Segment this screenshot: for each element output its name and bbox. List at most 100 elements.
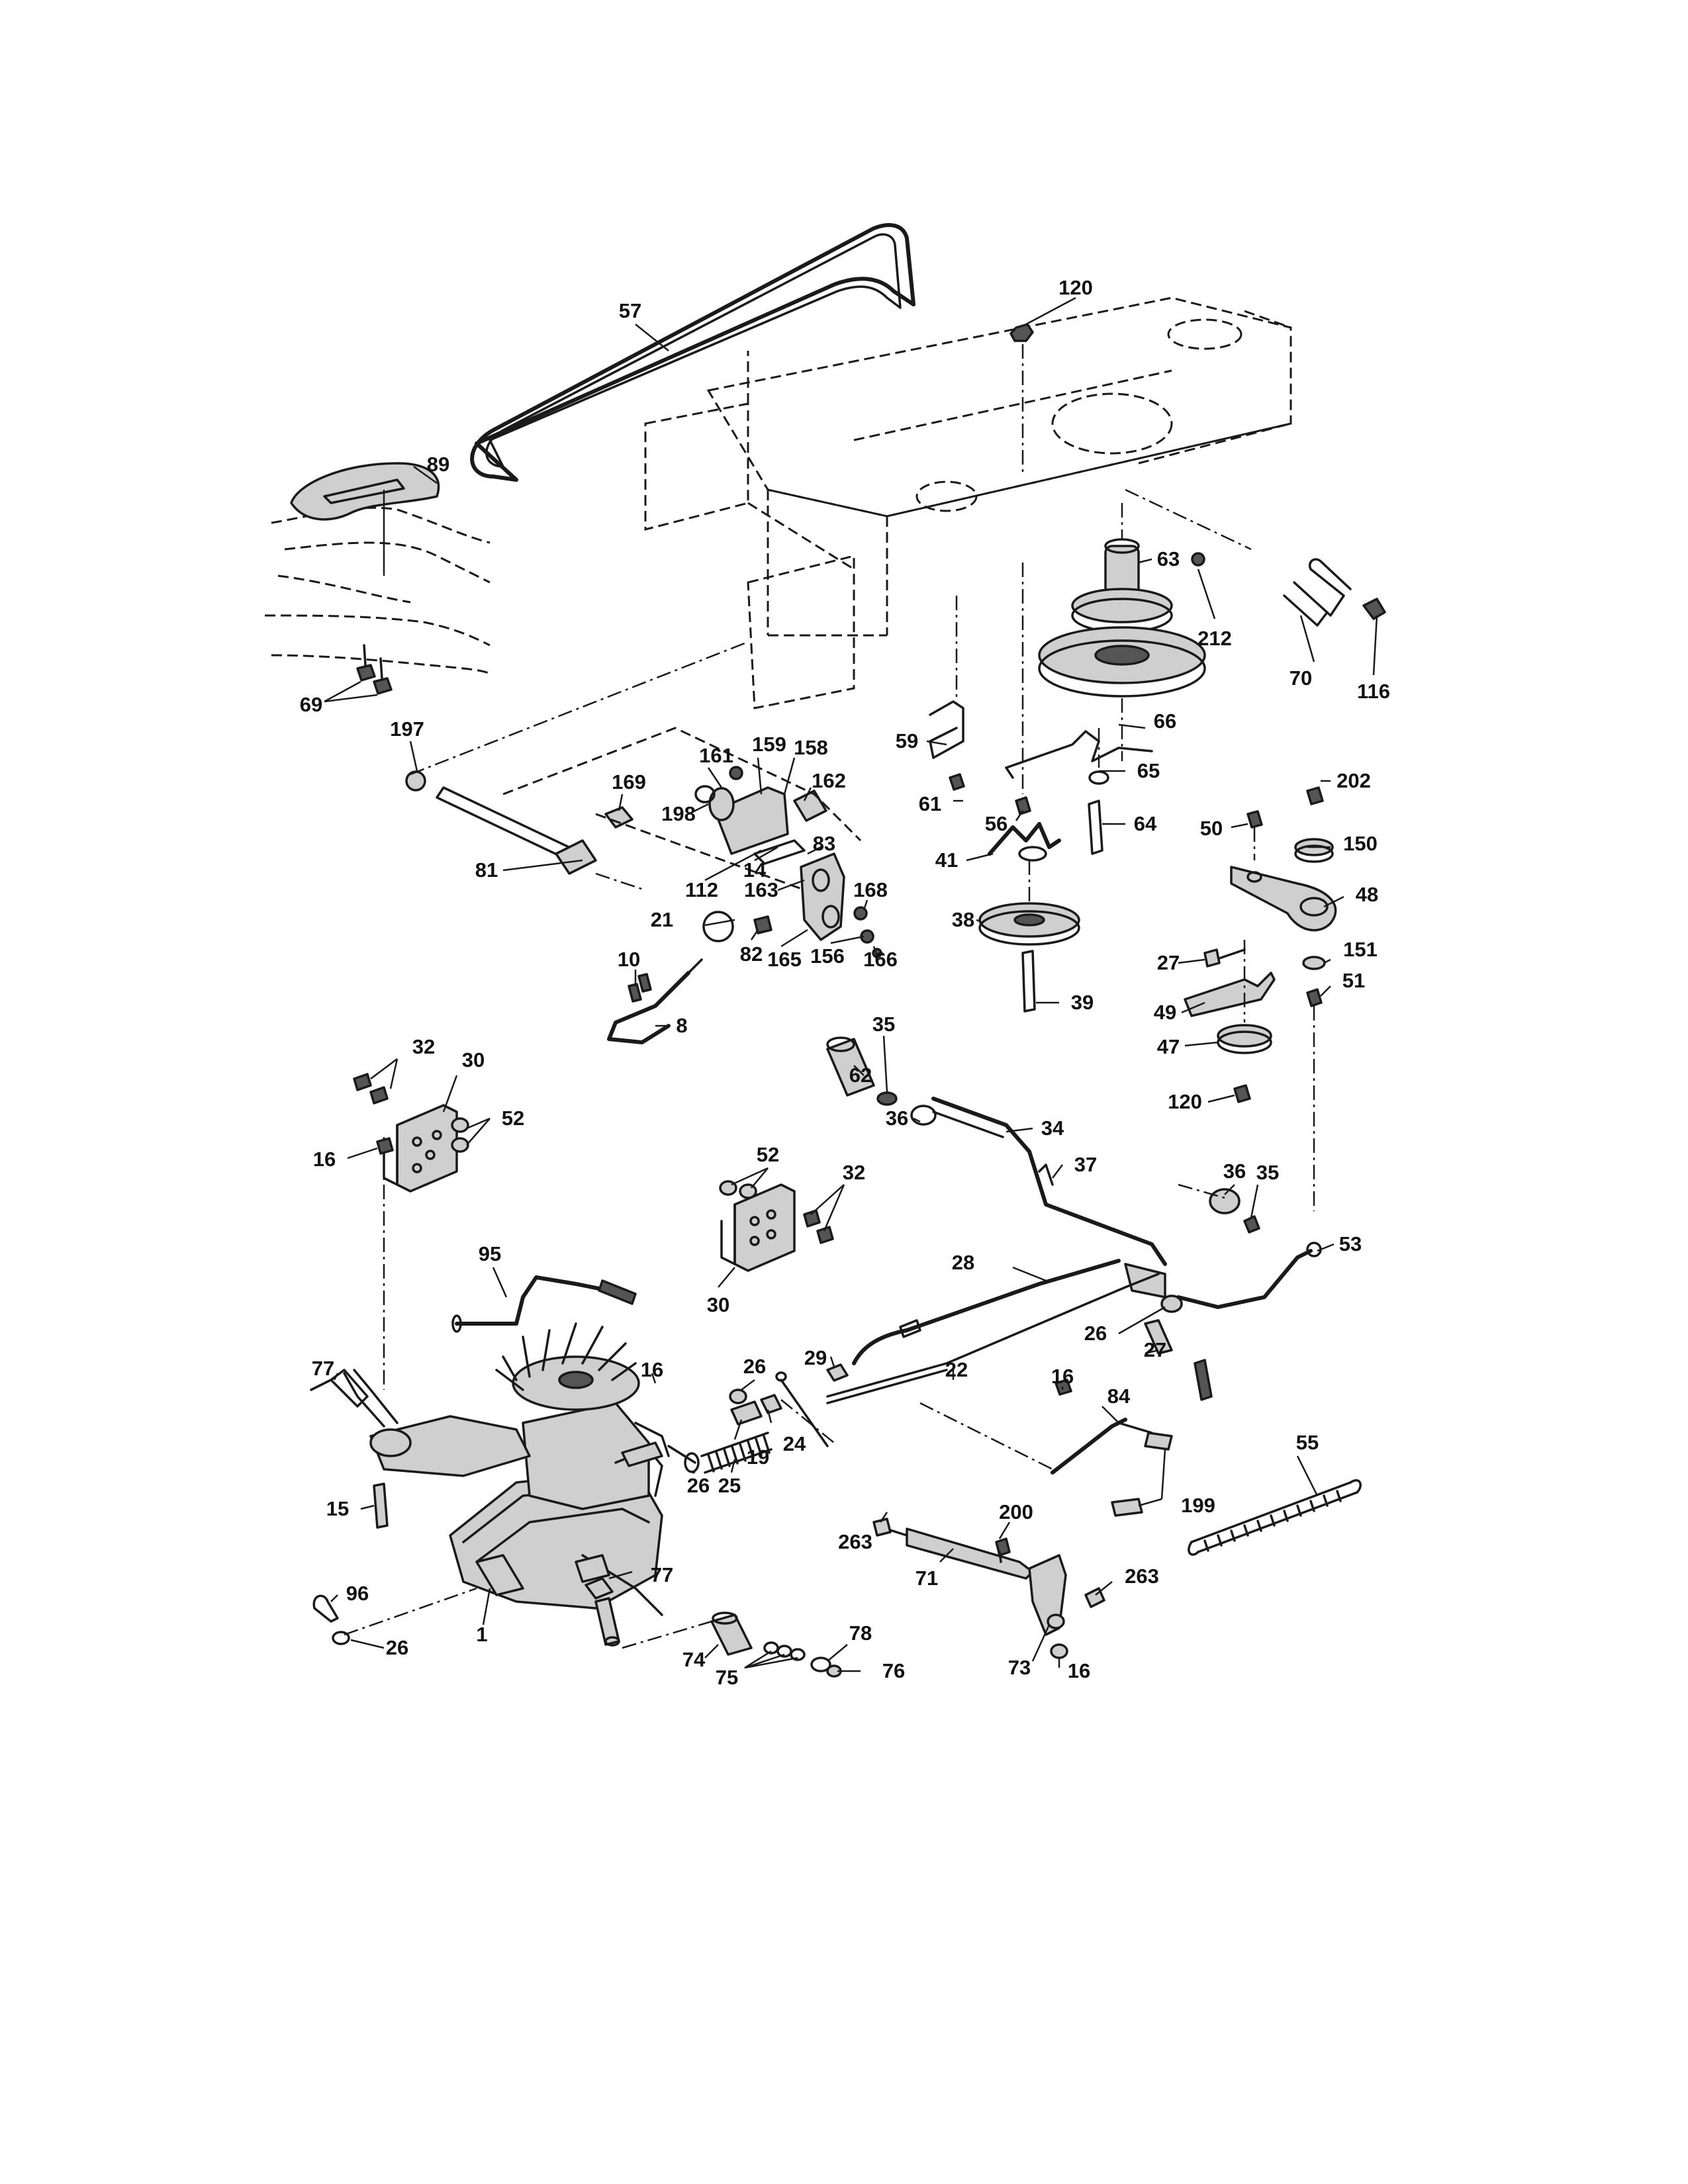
- callout-36: 36: [886, 1107, 908, 1130]
- bracket-59: [929, 596, 965, 791]
- callout-34: 34: [1041, 1116, 1064, 1140]
- rod-66: [1005, 730, 1153, 779]
- callout-71: 71: [915, 1567, 938, 1590]
- callout-198: 198: [661, 802, 696, 825]
- knob-21: [702, 911, 773, 942]
- top-nut: [1009, 323, 1034, 477]
- callout-19: 19: [747, 1445, 769, 1469]
- callout-50: 50: [1200, 817, 1223, 840]
- callout-212: 212: [1197, 627, 1232, 650]
- callout-51: 51: [1342, 969, 1365, 992]
- callout-120b: 120: [1168, 1090, 1202, 1113]
- callout-35b: 35: [1256, 1161, 1279, 1184]
- spring-25: [684, 1371, 835, 1474]
- callout-82: 82: [740, 942, 763, 966]
- callout-28: 28: [952, 1251, 974, 1274]
- callout-199: 199: [1181, 1494, 1215, 1517]
- body-outline: [264, 506, 491, 675]
- transaxle-1: [343, 1322, 696, 1647]
- callout-95: 95: [479, 1242, 501, 1265]
- callout-53: 53: [1339, 1232, 1362, 1255]
- callout-162: 162: [812, 769, 846, 792]
- callout-74: 74: [682, 1648, 706, 1671]
- callout-161: 161: [699, 744, 733, 767]
- callout-76: 76: [882, 1659, 905, 1682]
- callout-14: 14: [743, 858, 767, 882]
- rod-84: [919, 1379, 1173, 1517]
- callout-166: 166: [863, 948, 898, 971]
- chassis-frame: [644, 296, 1292, 709]
- pulley-38: [978, 860, 1080, 1013]
- callout-10: 10: [618, 948, 640, 971]
- callout-75: 75: [716, 1666, 738, 1689]
- callout-168: 168: [853, 878, 888, 901]
- callout-1: 1: [476, 1623, 487, 1646]
- bolt-15: [310, 1369, 389, 1529]
- lever-assembly: [800, 852, 882, 958]
- bracket-30-left: [353, 1073, 469, 1390]
- callout-78: 78: [849, 1621, 872, 1645]
- clip-169: [604, 806, 633, 829]
- callout-24: 24: [783, 1432, 806, 1455]
- callout-61: 61: [919, 792, 941, 815]
- callout-labels: 57 120 89 63 212 70 116 69 197 59 66 161…: [300, 276, 1390, 1689]
- callout-158: 158: [794, 736, 828, 759]
- callout-39: 39: [1071, 991, 1094, 1014]
- callout-89: 89: [427, 453, 449, 476]
- callout-73: 73: [1008, 1656, 1031, 1679]
- main-pulley: [1038, 503, 1206, 761]
- callout-81: 81: [475, 858, 498, 882]
- callout-52: 52: [502, 1107, 524, 1130]
- callout-163: 163: [744, 878, 778, 901]
- callout-37: 37: [1074, 1153, 1097, 1176]
- pedal-pad: [290, 462, 440, 576]
- callout-16: 16: [313, 1148, 336, 1171]
- callout-63: 63: [1157, 547, 1180, 570]
- callout-8: 8: [676, 1014, 687, 1037]
- callout-26c: 26: [687, 1474, 710, 1497]
- callout-65: 65: [1137, 759, 1160, 782]
- callout-25: 25: [718, 1474, 741, 1497]
- callout-263: 263: [838, 1530, 872, 1553]
- callout-83: 83: [813, 832, 835, 855]
- callout-21: 21: [651, 908, 673, 931]
- callout-55: 55: [1296, 1431, 1319, 1454]
- callout-202: 202: [1336, 769, 1371, 792]
- callout-56: 56: [985, 812, 1008, 835]
- pin-96: [312, 1577, 614, 1645]
- spring-41: [988, 563, 1061, 862]
- callout-59: 59: [896, 729, 918, 752]
- callout-57: 57: [619, 299, 641, 322]
- callout-263b: 263: [1125, 1565, 1159, 1588]
- rod-95: [451, 1275, 637, 1333]
- callout-52b: 52: [757, 1143, 779, 1166]
- callout-32b: 32: [843, 1161, 865, 1184]
- callout-169: 169: [612, 770, 646, 794]
- callout-27: 27: [1157, 951, 1180, 974]
- callout-77: 77: [312, 1357, 334, 1380]
- callout-49: 49: [1154, 1001, 1176, 1024]
- drive-belt: [470, 223, 915, 482]
- callout-30: 30: [462, 1048, 485, 1071]
- callout-48: 48: [1356, 883, 1378, 906]
- callout-38: 38: [952, 908, 974, 931]
- axle-spacers: [622, 1612, 842, 1678]
- callout-62: 62: [849, 1064, 872, 1087]
- callout-96: 96: [346, 1582, 369, 1605]
- callout-159: 159: [752, 733, 786, 756]
- callout-120: 120: [1058, 276, 1093, 299]
- callout-77b: 77: [651, 1563, 673, 1586]
- rods-28-22: [826, 1259, 1213, 1404]
- callout-66: 66: [1154, 709, 1176, 733]
- callout-150: 150: [1343, 832, 1378, 855]
- callout-30b: 30: [707, 1293, 729, 1316]
- callout-16c: 16: [1051, 1365, 1074, 1388]
- callout-197: 197: [390, 717, 424, 741]
- bracket-71: [872, 1518, 1105, 1659]
- callout-27b: 27: [1144, 1338, 1166, 1361]
- shift-rod-8: [607, 958, 703, 1044]
- callout-64: 64: [1134, 812, 1157, 835]
- bolts-69: [356, 644, 393, 695]
- callout-29: 29: [804, 1346, 827, 1369]
